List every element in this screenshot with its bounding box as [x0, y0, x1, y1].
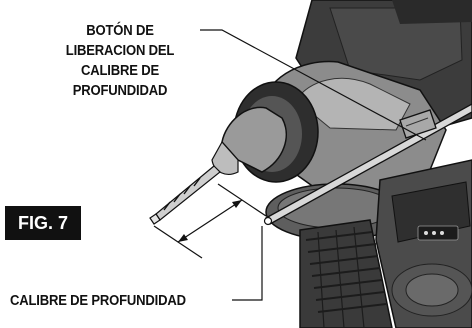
- battery-pack: [375, 159, 472, 328]
- depth-gauge-rod: [263, 103, 472, 226]
- drill-bit: [149, 165, 221, 225]
- depth-gauge-release-button-callout: BOTÓN DE LIBERACION DEL CALIBRE DE PROFU…: [65, 23, 175, 99]
- depth-dimension-indicator: [153, 183, 267, 259]
- depth-gauge-leader-line: [232, 226, 263, 301]
- depth-gauge-callout: CALIBRE DE PROFUNDIDAD: [10, 293, 186, 309]
- side-handle-grip: [299, 219, 393, 328]
- chuck: [221, 106, 287, 173]
- release-button-leader-line: [200, 29, 427, 141]
- figure-label: FIG. 7: [5, 206, 81, 240]
